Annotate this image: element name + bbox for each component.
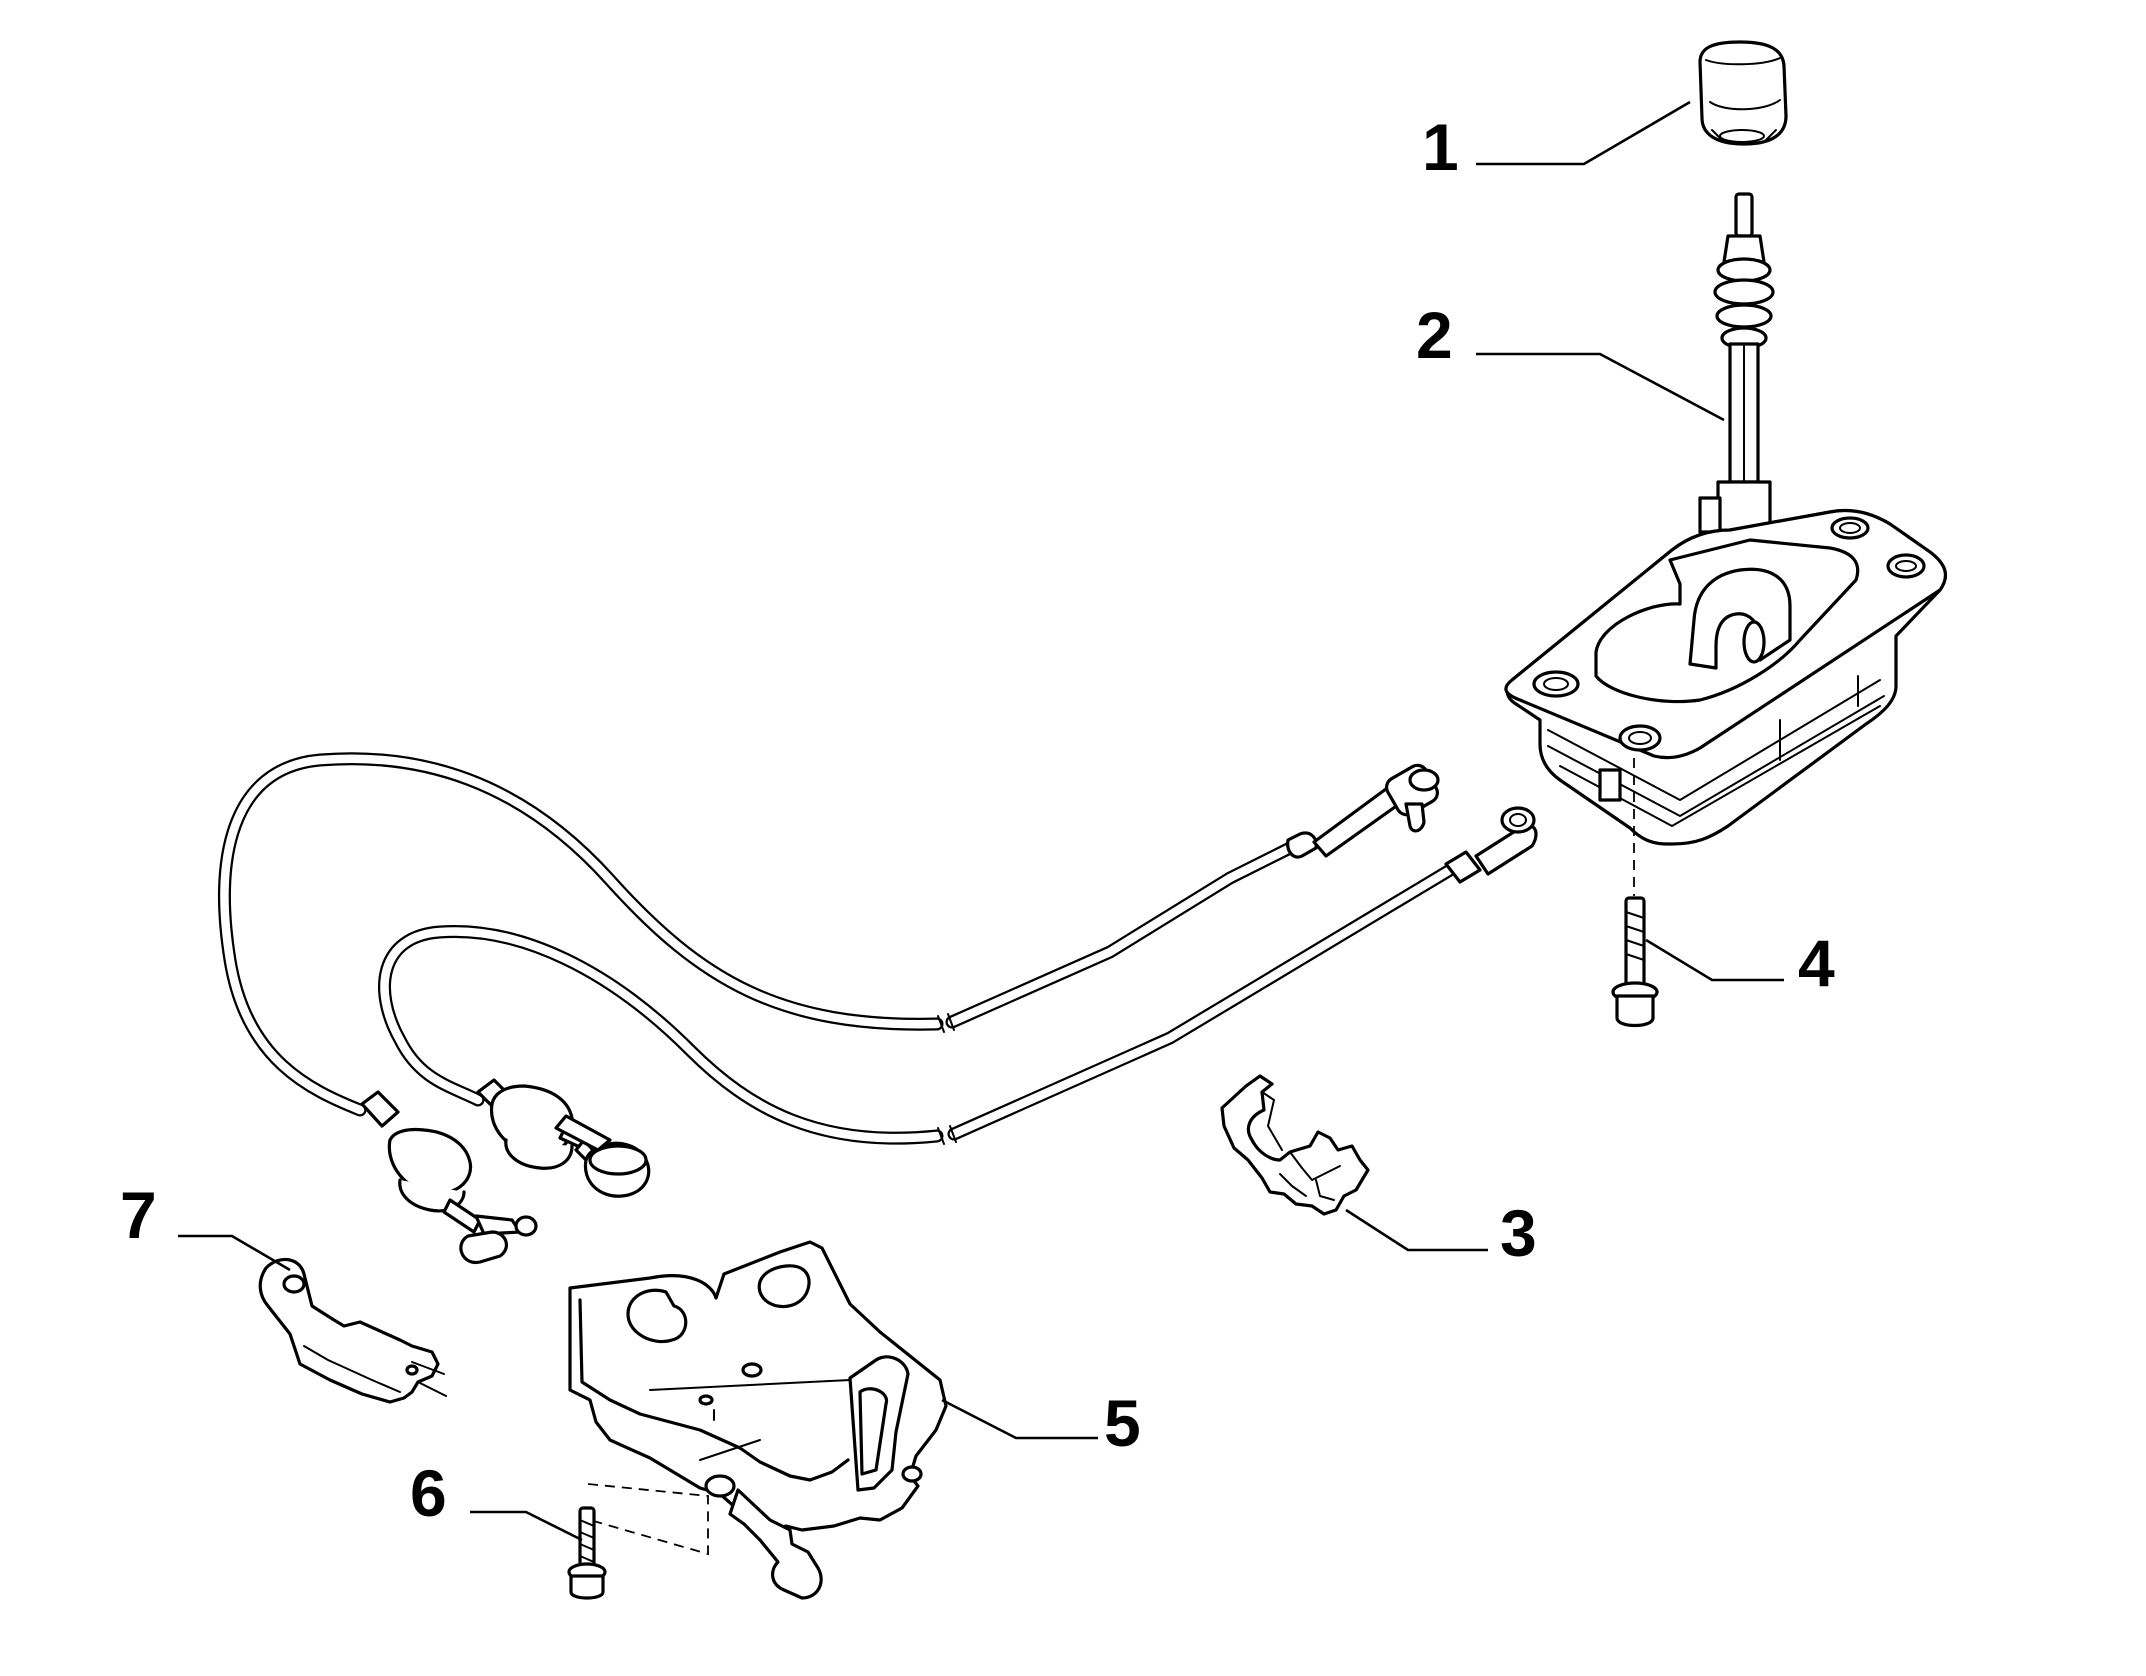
callout-6: 6 (410, 1456, 447, 1530)
gear-selector-cables[interactable] (218, 752, 1538, 1264)
leader-line-2 (1476, 352, 1725, 422)
callout-4: 4 (1798, 926, 1835, 1000)
leader-line-5 (941, 1398, 1098, 1440)
housing-bolt[interactable] (1611, 896, 1659, 1028)
leader-line-6 (470, 1510, 583, 1542)
gear-knob[interactable] (1698, 40, 1788, 146)
callout-1: 1 (1422, 110, 1459, 184)
leader-line-7 (178, 1234, 291, 1272)
leader-line-1 (1476, 100, 1691, 166)
cable-clip[interactable] (1220, 1074, 1370, 1216)
screw-alignment-dashline (587, 1483, 709, 1556)
lower-support-bracket[interactable] (568, 1240, 948, 1600)
gear-lever-assembly[interactable] (1504, 192, 1948, 846)
cable-clamp[interactable] (258, 1257, 447, 1404)
callout-5: 5 (1104, 1386, 1141, 1460)
callout-2: 2 (1416, 298, 1453, 372)
leader-line-4 (1645, 938, 1784, 982)
bracket-screw[interactable] (567, 1506, 607, 1600)
callout-7: 7 (120, 1178, 157, 1252)
callout-3: 3 (1500, 1196, 1537, 1270)
leader-line-3 (1345, 1208, 1488, 1252)
